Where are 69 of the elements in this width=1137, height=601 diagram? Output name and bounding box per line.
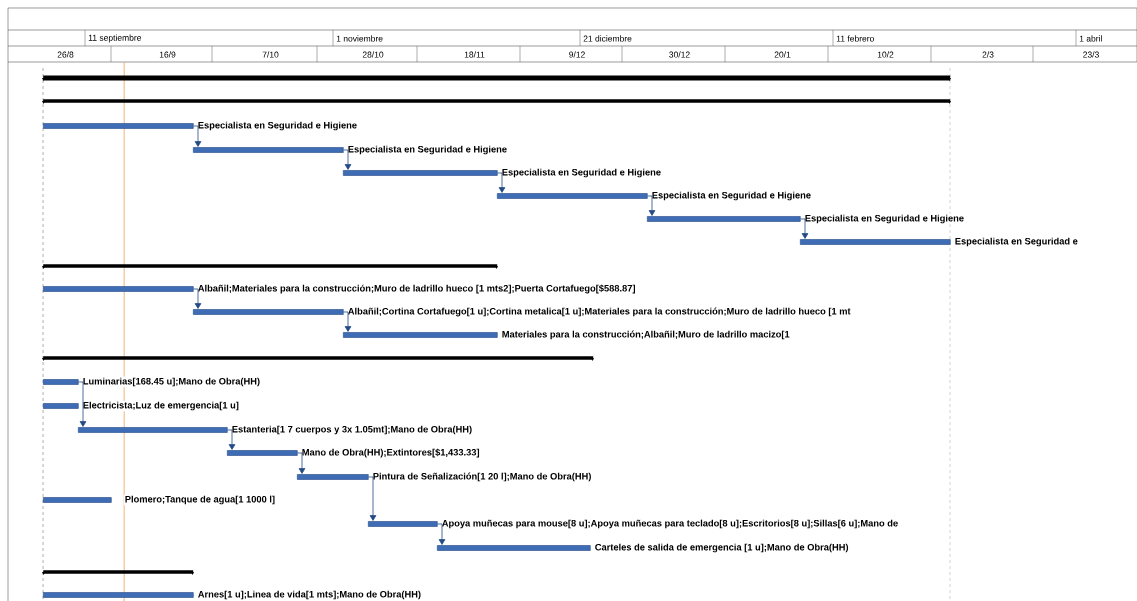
summary-bar xyxy=(42,99,951,104)
timescale-label: 16/9 xyxy=(159,51,176,58)
task-bar: Materiales para la construcción;Albañil;Muro de ladrillo macizo[1 xyxy=(343,329,791,341)
node-label: Especialista en Seguridad e Higiene xyxy=(502,168,661,178)
task-bar: Albañil;Materiales para la construcción;Muro de ladrillo hueco [1 mts2];Puerta Cortafuego[$588.87] xyxy=(43,283,637,295)
dependency-arrow xyxy=(437,523,446,545)
dependency-arrow xyxy=(647,195,656,216)
task-bar: Luminarias[168.45 u];Mano de Obra(HH) xyxy=(43,376,262,388)
node-label: Carteles de salida de emergencia [1 u];Mano de Obra(HH) xyxy=(595,543,849,553)
timescale-label: 30/12 xyxy=(669,51,690,58)
node-label: Albañil;Materiales para la construcción;Muro de ladrillo hueco [1 mts2];Puerta Cortafuego[$588.87] xyxy=(198,284,635,294)
timescale-label: 1 noviembre xyxy=(336,35,383,42)
timescale-label: 20/1 xyxy=(774,51,791,58)
node-label: Electricista;Luz de emergencia[1 u] xyxy=(83,401,239,411)
node-label: Apoya muñecas para mouse[8 u];Apoya muñecas para teclado[8 u];Escritorios[8 u];Sillas[6 u];Mano de xyxy=(442,519,898,529)
dependency-arrow xyxy=(800,218,809,239)
dependency-arrow xyxy=(368,476,377,521)
summary-bar xyxy=(42,570,194,575)
task-bar: Especialista en Seguridad e Higiene xyxy=(343,167,662,179)
dependency-arrow xyxy=(497,172,506,193)
timescale-label: 1 abril xyxy=(1079,35,1102,42)
dependency-arrow xyxy=(343,149,352,170)
task-bar: Especialista en Seguridad e xyxy=(800,236,1079,248)
node-label: Especialista en Seguridad e Higiene xyxy=(652,191,811,201)
timescale-label: 28/10 xyxy=(362,51,384,58)
node-label: Especialista en Seguridad e Higiene xyxy=(198,121,357,131)
node-label: Estanteria[1 7 cuerpos y 3x 1.05mt];Mano de Obra(HH) xyxy=(232,425,472,435)
dependency-arrow xyxy=(193,288,202,309)
task-bar: Plomero;Tanque de agua[1 1000 l] xyxy=(43,494,277,506)
dependency-arrow xyxy=(78,381,87,427)
task-bar: Especialista en Seguridad e Higiene xyxy=(193,144,508,156)
timescale-label: 2/3 xyxy=(982,51,994,58)
task-bar: Mano de Obra(HH);Extintores[$1,433.33] xyxy=(227,447,481,459)
timescale-label: 18/11 xyxy=(464,51,485,58)
task-bar: Electricista;Luz de emergencia[1 u] xyxy=(43,400,240,412)
dependency-arrow xyxy=(193,125,202,147)
task-bar: Albañil;Cortina Cortafuego[1 u];Cortina metalica[1 u];Materiales para la construcción;Muro de ladrillo hueco [1 mt xyxy=(193,306,852,318)
node-label: Especialista en Seguridad e Higiene xyxy=(348,145,507,155)
timescale-label: 21 diciembre xyxy=(583,35,632,42)
timescale-label: 11 septiembre xyxy=(88,34,142,43)
node-label: Luminarias[168.45 u];Mano de Obra(HH) xyxy=(83,377,260,387)
task-bar: Apoya muñecas para mouse[8 u];Apoya muñecas para teclado[8 u];Escritorios[8 u];Sillas[6 u];Mano de xyxy=(368,518,900,530)
summary-bar xyxy=(42,75,951,81)
node-label: Mano de Obra(HH);Extintores[$1,433.33] xyxy=(302,448,480,458)
node-label: Especialista en Seguridad e xyxy=(955,237,1078,247)
node-label: Pintura de Señalización[1 20 l];Mano de Obra(HH) xyxy=(373,472,591,482)
dependency-arrow xyxy=(297,452,306,474)
summary-bar xyxy=(42,356,594,361)
timescale-label: 10/2 xyxy=(877,51,894,58)
timescale-label: 9/12 xyxy=(569,51,585,58)
task-bar: Especialista en Seguridad e Higiene xyxy=(647,213,965,225)
task-bar: Carteles de salida de emergencia [1 u];Mano de Obra(HH) xyxy=(437,542,850,554)
task-bar: Estanteria[1 7 cuerpos y 3x 1.05mt];Mano de Obra(HH) xyxy=(78,424,474,436)
node-label: Albañil;Cortina Cortafuego[1 u];Cortina metalica[1 u];Materiales para la construcción;Muro de ladrillo hueco [1 mt xyxy=(348,307,851,317)
task-bar: Especialista en Seguridad e Higiene xyxy=(43,120,358,132)
timescale-label: 23/3 xyxy=(1083,51,1099,58)
node-label: Especialista en Seguridad e Higiene xyxy=(805,214,964,224)
node-label: Plomero;Tanque de agua[1 1000 l] xyxy=(125,495,275,505)
task-bar: Arnes[1 u];Linea de vida[1 mts];Mano de Obra(HH) xyxy=(43,589,423,601)
timescale-label: 7/10 xyxy=(262,51,279,58)
task-bar: Pintura de Señalización[1 20 l];Mano de Obra(HH) xyxy=(297,471,593,483)
task-bar: Especialista en Seguridad e Higiene xyxy=(497,190,812,202)
dependency-arrow xyxy=(227,429,236,450)
timescale-label: 26/8 xyxy=(57,51,74,58)
node-label: Materiales para la construcción;Albañil;Muro de ladrillo macizo[1 xyxy=(502,330,790,340)
dependency-arrow xyxy=(343,311,352,332)
summary-bar xyxy=(42,264,498,269)
node-label: Arnes[1 u];Linea de vida[1 mts];Mano de Obra(HH) xyxy=(198,590,421,600)
timescale-label: 11 febrero xyxy=(836,35,874,42)
